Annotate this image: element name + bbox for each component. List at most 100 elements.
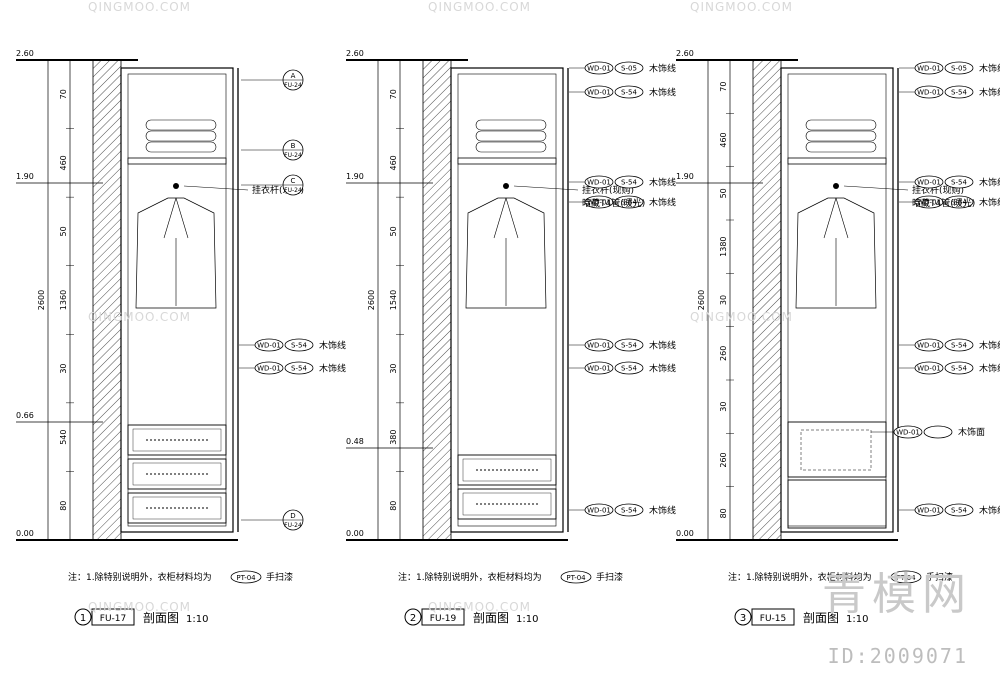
tag-label: 木饰线	[649, 197, 676, 209]
dim-part: 380	[389, 430, 398, 445]
top-shelf	[127, 157, 227, 165]
coat-icon	[135, 197, 217, 309]
callout-sheet: FU-24	[284, 522, 302, 529]
tag-wd01-text: WD-01	[587, 89, 611, 97]
section-code-box	[91, 608, 135, 626]
dim-total: 2600	[367, 290, 376, 310]
level-mark: 1.90	[346, 172, 364, 181]
tag-label: 木饰线	[649, 340, 676, 352]
section-scale: 1:10	[186, 614, 208, 625]
tag-material	[944, 85, 974, 99]
tag-label: 木饰线	[979, 87, 1000, 99]
leader-hanger	[843, 185, 909, 191]
tag-wd01-text: WD-01	[257, 365, 281, 373]
dim-part: 70	[389, 89, 398, 99]
tag-wd01	[914, 175, 944, 189]
section-title: 剖面图	[473, 611, 509, 625]
watermark-top-2: QINGMOO.COM	[428, 0, 532, 14]
section-1: 挂衣杆(现购)2.601.900.660.0026007046050136030…	[16, 49, 346, 626]
folded-clothes	[145, 141, 217, 153]
section-number-circle	[404, 608, 422, 626]
tag-material	[614, 503, 644, 517]
note-code-tag	[230, 570, 262, 584]
dim-part: 1540	[389, 290, 398, 310]
callout-letter: A	[291, 72, 296, 80]
tag-wd01-text: WD-01	[587, 342, 611, 350]
wall-hatch	[422, 59, 452, 541]
dim-part: 460	[59, 155, 68, 170]
dim-part: 1360	[59, 290, 68, 310]
tag-material	[614, 361, 644, 375]
drawer-panel	[132, 428, 222, 452]
dim-part: 50	[59, 226, 68, 236]
section-number: 2	[410, 613, 416, 624]
tag-wd01	[914, 85, 944, 99]
tag-material-text: S-05	[621, 65, 637, 73]
dim-part: 80	[719, 508, 728, 518]
level-mark: 0.00	[676, 529, 694, 538]
dim-part: 30	[59, 363, 68, 373]
tag-material	[923, 425, 953, 439]
level-mark: 1.90	[16, 172, 34, 181]
bottom-box	[787, 479, 887, 529]
tag-material-text: S-05	[951, 65, 967, 73]
note-text: 注：1.除特别说明外，衣柜材料均为	[728, 571, 872, 583]
level-mark: 0.48	[346, 437, 364, 446]
folded-clothes	[805, 119, 877, 131]
section-number: 3	[740, 613, 746, 624]
callout-sheet: FU-24	[284, 187, 302, 194]
dim-part: 30	[389, 363, 398, 373]
section-number-circle	[74, 608, 92, 626]
level-mark: 0.66	[16, 411, 34, 420]
tag-label: 木饰线	[649, 177, 676, 189]
coat-icon	[795, 197, 877, 309]
wood-face-label: 木饰面	[958, 426, 985, 438]
tag-label: 木饰线	[319, 363, 346, 375]
section-number: 1	[80, 613, 86, 624]
tag-material-text: S-54	[621, 365, 637, 373]
tag-wd01	[584, 85, 614, 99]
tag-label: 木饰线	[319, 340, 346, 352]
wall-hatch	[752, 59, 782, 541]
level-mark: 0.00	[16, 529, 34, 538]
watermark-bottom-1: QINGMOO.COM	[88, 600, 192, 614]
hanger-rod-icon	[173, 183, 179, 189]
tag-label: 木饰线	[649, 87, 676, 99]
callout-letter: D	[290, 512, 295, 520]
folded-clothes	[475, 130, 547, 142]
watermark-bottom-2: QINGMOO.COM	[428, 600, 532, 614]
tag-wd01	[584, 61, 614, 75]
folded-clothes	[145, 119, 217, 131]
dim-part: 260	[719, 452, 728, 467]
drawer-panel	[132, 462, 222, 486]
section-3: 挂衣杆(现购)2.601.900.00260070460501380302603…	[676, 49, 1000, 626]
storage-box	[800, 429, 872, 471]
tag-wd01-text: WD-01	[917, 65, 941, 73]
tag-wd01-text: WD-01	[917, 507, 941, 515]
top-shelf	[457, 157, 557, 165]
level-mark: 2.60	[16, 49, 34, 58]
tag-wd01-text: WD-01	[587, 365, 611, 373]
tag-label: 木饰线	[649, 505, 676, 517]
dim-part: 50	[389, 226, 398, 236]
tag-wd01	[584, 503, 614, 517]
cabinet-outline	[780, 67, 894, 533]
dim-part: 1380	[719, 236, 728, 256]
tag-wd01-text: WD-01	[917, 342, 941, 350]
hanger-rod-icon	[503, 183, 509, 189]
tag-wd01	[914, 338, 944, 352]
folded-clothes	[805, 141, 877, 153]
tag-material	[944, 503, 974, 517]
callout-letter: B	[291, 142, 296, 150]
note-suffix: 手扫漆	[596, 571, 623, 583]
coat-details	[823, 197, 849, 306]
note-code: PT-04	[236, 574, 256, 582]
cabinet-inner	[127, 73, 227, 527]
tag-label: 木饰线	[979, 505, 1000, 517]
tag-material-text: S-54	[951, 342, 967, 350]
watermark-mid-1: QINGMOO.COM	[88, 310, 192, 324]
dim-part: 460	[719, 132, 728, 147]
cabinet-outline	[120, 67, 234, 533]
tag-label: 木饰线	[979, 63, 1000, 75]
